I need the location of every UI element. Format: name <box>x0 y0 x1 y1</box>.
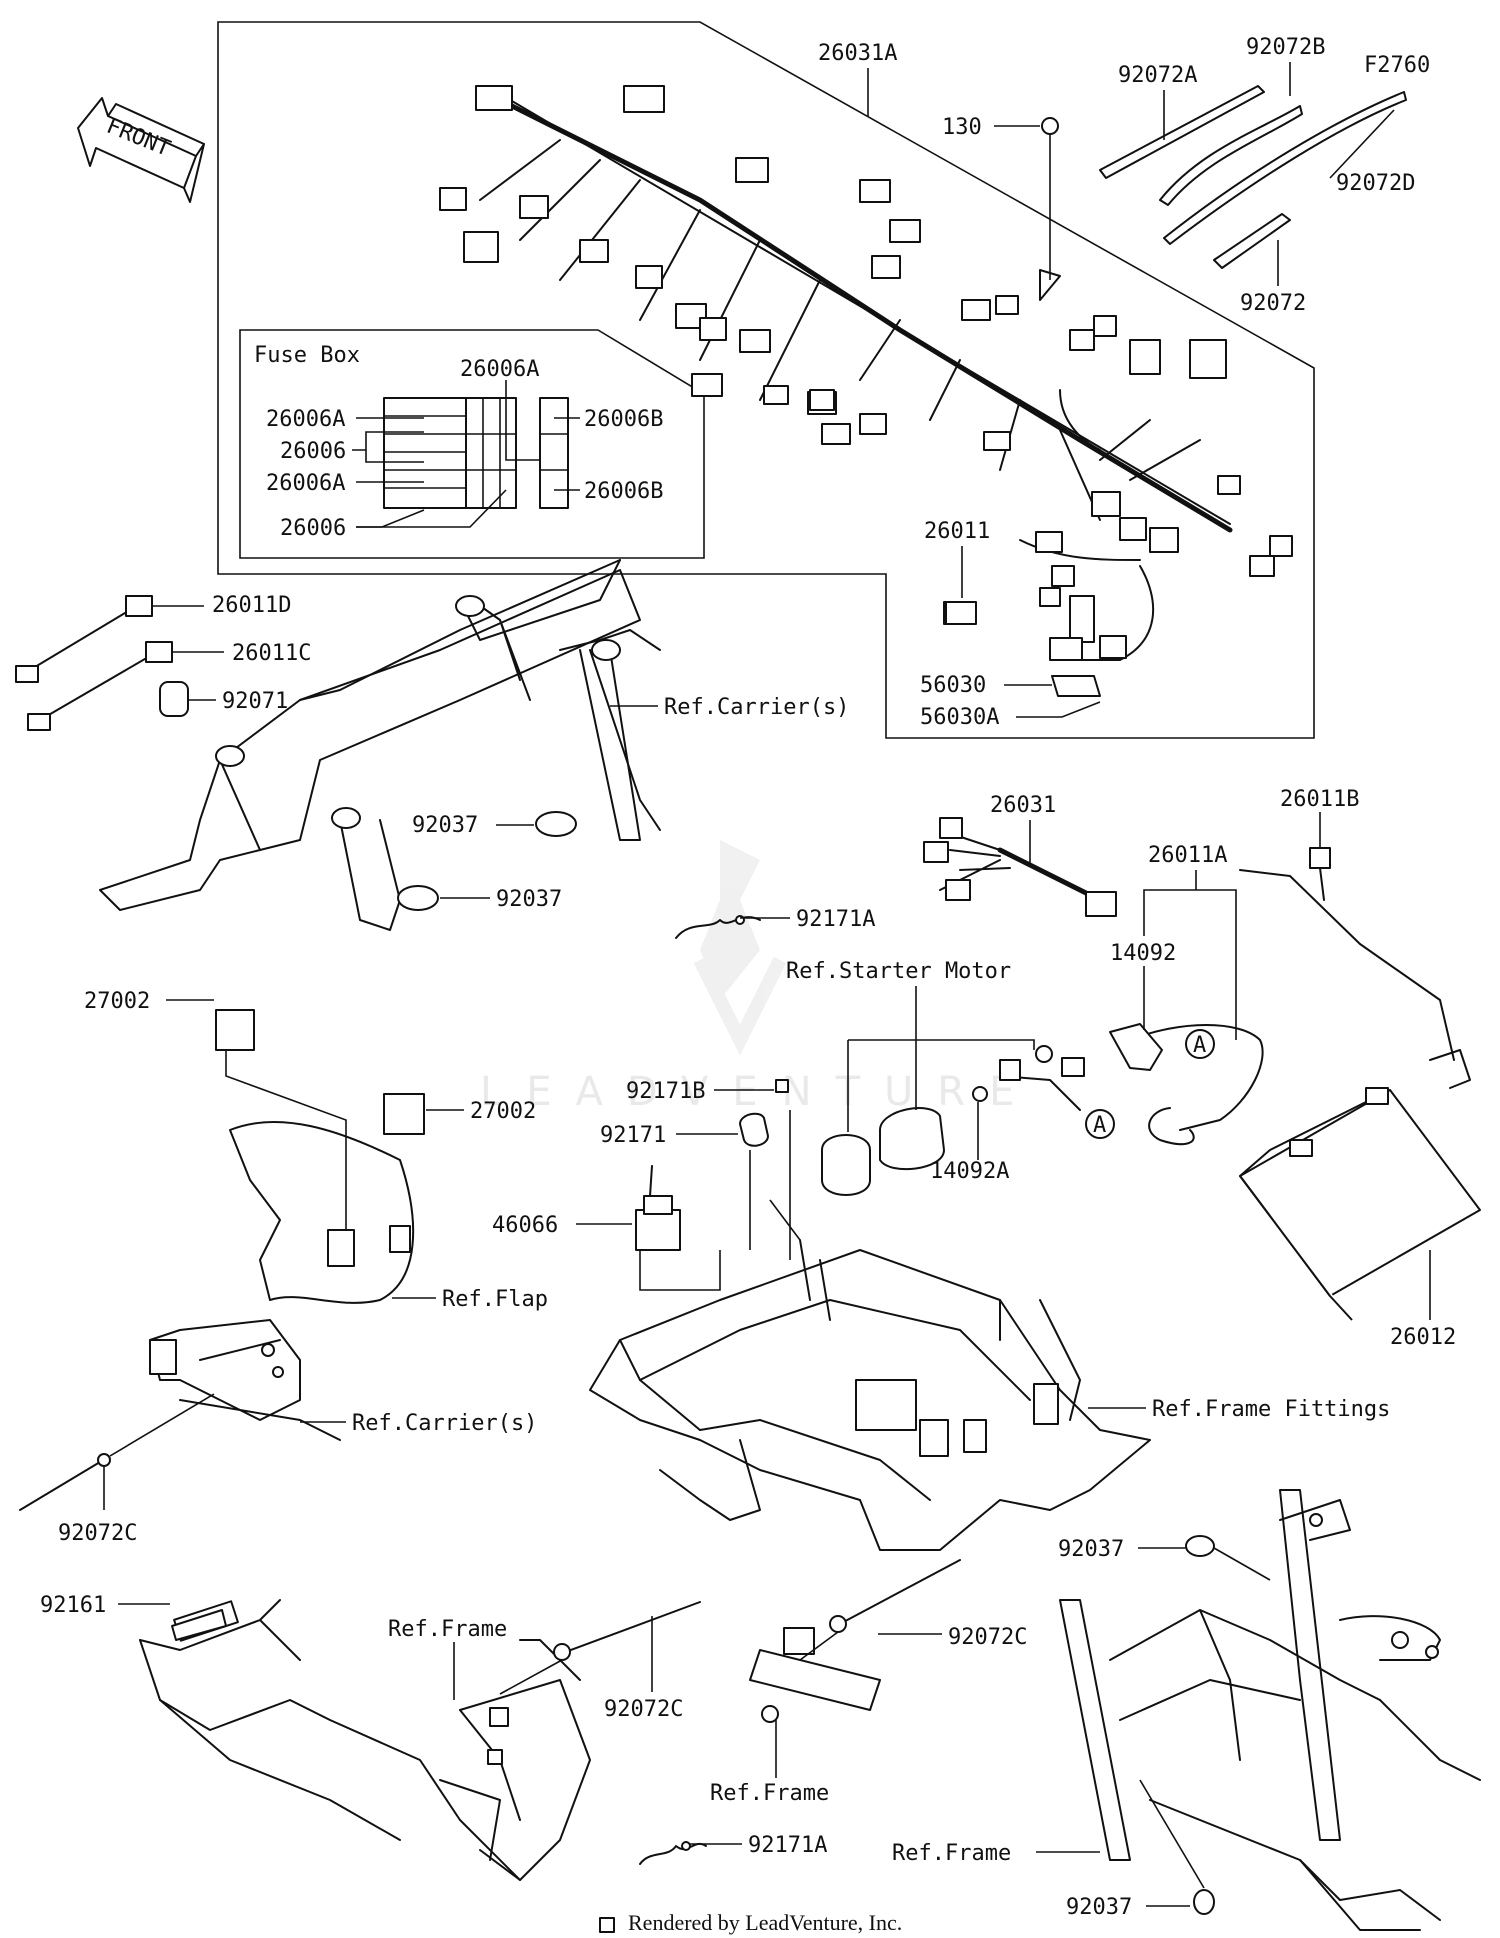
cable-ties <box>1099 85 1407 269</box>
label-27002-2: 27002 <box>470 1099 536 1124</box>
label-92071: 92071 <box>222 689 288 714</box>
label-92072D: 92072D <box>1336 171 1415 196</box>
frame-lower-right <box>1059 1489 1481 1931</box>
connector-26011 <box>945 601 977 625</box>
label-92072B: 92072B <box>1246 35 1325 60</box>
callout-A-label-2: A <box>1093 1113 1106 1138</box>
battery-cable-26011B <box>1239 847 1471 1089</box>
label-ref-starter-motor: Ref.Starter Motor <box>786 959 1011 984</box>
label-ref-flap: Ref.Flap <box>442 1287 548 1312</box>
clamp-92037-3 <box>1185 1535 1215 1557</box>
label-92171B: 92171B <box>626 1079 705 1104</box>
label-26006A-top: 26006A <box>460 357 539 382</box>
watermark-logo <box>693 840 787 1056</box>
label-26011C: 26011C <box>232 641 311 666</box>
watermark-text: LEADVENTURE <box>480 1069 1038 1115</box>
front-direction-arrow: FRONT <box>77 97 205 203</box>
sensor-26011C <box>27 641 173 731</box>
fuse-box-title: Fuse Box <box>254 343 360 368</box>
sub-harness-26031 <box>923 817 1117 917</box>
relay-27002-1 <box>215 1009 255 1051</box>
label-130: 130 <box>942 115 982 140</box>
callout-A-2 <box>1085 1109 1115 1139</box>
label-56030: 56030 <box>920 673 986 698</box>
clip-92171A-2 <box>639 1841 707 1865</box>
label-26006A-2: 26006A <box>266 471 345 496</box>
fuse-box-outline <box>239 329 705 559</box>
label-ref-frame-fittings: Ref.Frame Fittings <box>1152 1397 1390 1422</box>
label-26011B: 26011B <box>1280 787 1359 812</box>
label-46066: 46066 <box>492 1213 558 1238</box>
callout-A-label-1: A <box>1193 1033 1206 1058</box>
frame-lower-left <box>139 1599 615 1933</box>
label-26006B-1: 26006B <box>584 407 663 432</box>
label-92171A-1: 92171A <box>796 907 875 932</box>
cable-tie-92072C-1 <box>19 1453 111 1511</box>
clamp-92037-2 <box>397 885 439 911</box>
label-26012: 26012 <box>1390 1325 1456 1350</box>
label-26011D: 26011D <box>212 593 291 618</box>
starter-relay-cluster <box>821 1045 1085 1196</box>
label-ref-frame-3: Ref.Frame <box>892 1841 1011 1866</box>
cap-14092 <box>1109 1023 1163 1071</box>
cable-tie-92072C-2 <box>553 1601 701 1661</box>
label-92072: 92072 <box>1240 291 1306 316</box>
relay-27002-2 <box>383 1093 425 1135</box>
flap <box>229 1120 415 1304</box>
pipe-92161 <box>171 1609 227 1641</box>
label-26011A: 26011A <box>1148 843 1227 868</box>
carrier-lower-left <box>149 1319 341 1441</box>
label-26006B-2: 26006B <box>584 479 663 504</box>
battery-tray <box>589 1239 1151 1551</box>
battery-cable-26011A <box>1129 1024 1264 1146</box>
label-92072A: 92072A <box>1118 63 1197 88</box>
label-92171: 92171 <box>600 1123 666 1148</box>
relay-46066 <box>635 1165 681 1251</box>
label-sticker-56030 <box>1051 675 1101 697</box>
clamp-92037-1 <box>535 811 577 837</box>
label-26006-2: 26006 <box>280 516 346 541</box>
battery-26012 <box>1239 1087 1481 1321</box>
label-ref-frame-2: Ref.Frame <box>710 1781 829 1806</box>
label-92037-4: 92037 <box>1066 1895 1132 1920</box>
frame-bracket-center <box>749 1627 881 1723</box>
fuse-box-block <box>383 397 569 509</box>
label-27002-1: 27002 <box>84 989 150 1014</box>
label-92171A-2: 92171A <box>748 1833 827 1858</box>
label-ref-frame-1: Ref.Frame <box>388 1617 507 1642</box>
label-92161: 92161 <box>40 1593 106 1618</box>
label-26011: 26011 <box>924 519 990 544</box>
label-92072C-3: 92072C <box>948 1625 1027 1650</box>
grommet-92071 <box>159 681 189 717</box>
label-ref-carrier-1: Ref.Carrier(s) <box>664 695 849 720</box>
main-wiring-harness <box>439 85 1293 661</box>
label-92037-3: 92037 <box>1058 1537 1124 1562</box>
label-14092: 14092 <box>1110 941 1176 966</box>
clip-92171 <box>739 1112 769 1147</box>
clip-92171B <box>775 1079 789 1093</box>
carrier-frame <box>99 559 661 931</box>
label-26006-1: 26006 <box>280 439 346 464</box>
label-14092A: 14092A <box>930 1159 1009 1184</box>
clamp-92037-4 <box>1193 1889 1215 1915</box>
label-26006A-1: 26006A <box>266 407 345 432</box>
sensor-26011D <box>15 595 153 683</box>
label-56030A: 56030A <box>920 705 999 730</box>
label-92037-2: 92037 <box>496 887 562 912</box>
harness-group-outline <box>217 21 1315 739</box>
label-92072C-2: 92072C <box>604 1697 683 1722</box>
label-ref-carrier-2: Ref.Carrier(s) <box>352 1411 537 1436</box>
label-26031A: 26031A <box>818 41 897 66</box>
label-92037-1: 92037 <box>412 813 478 838</box>
label-26031: 26031 <box>990 793 1056 818</box>
label-F2760: F2760 <box>1364 53 1430 78</box>
cable-tie-92072C-3 <box>829 1559 961 1633</box>
callout-A-1 <box>1185 1029 1215 1059</box>
label-92072C-1: 92072C <box>58 1521 137 1546</box>
credit-text: Rendered by LeadVenture, Inc. <box>628 1910 902 1935</box>
bolt-130 <box>1041 117 1059 135</box>
